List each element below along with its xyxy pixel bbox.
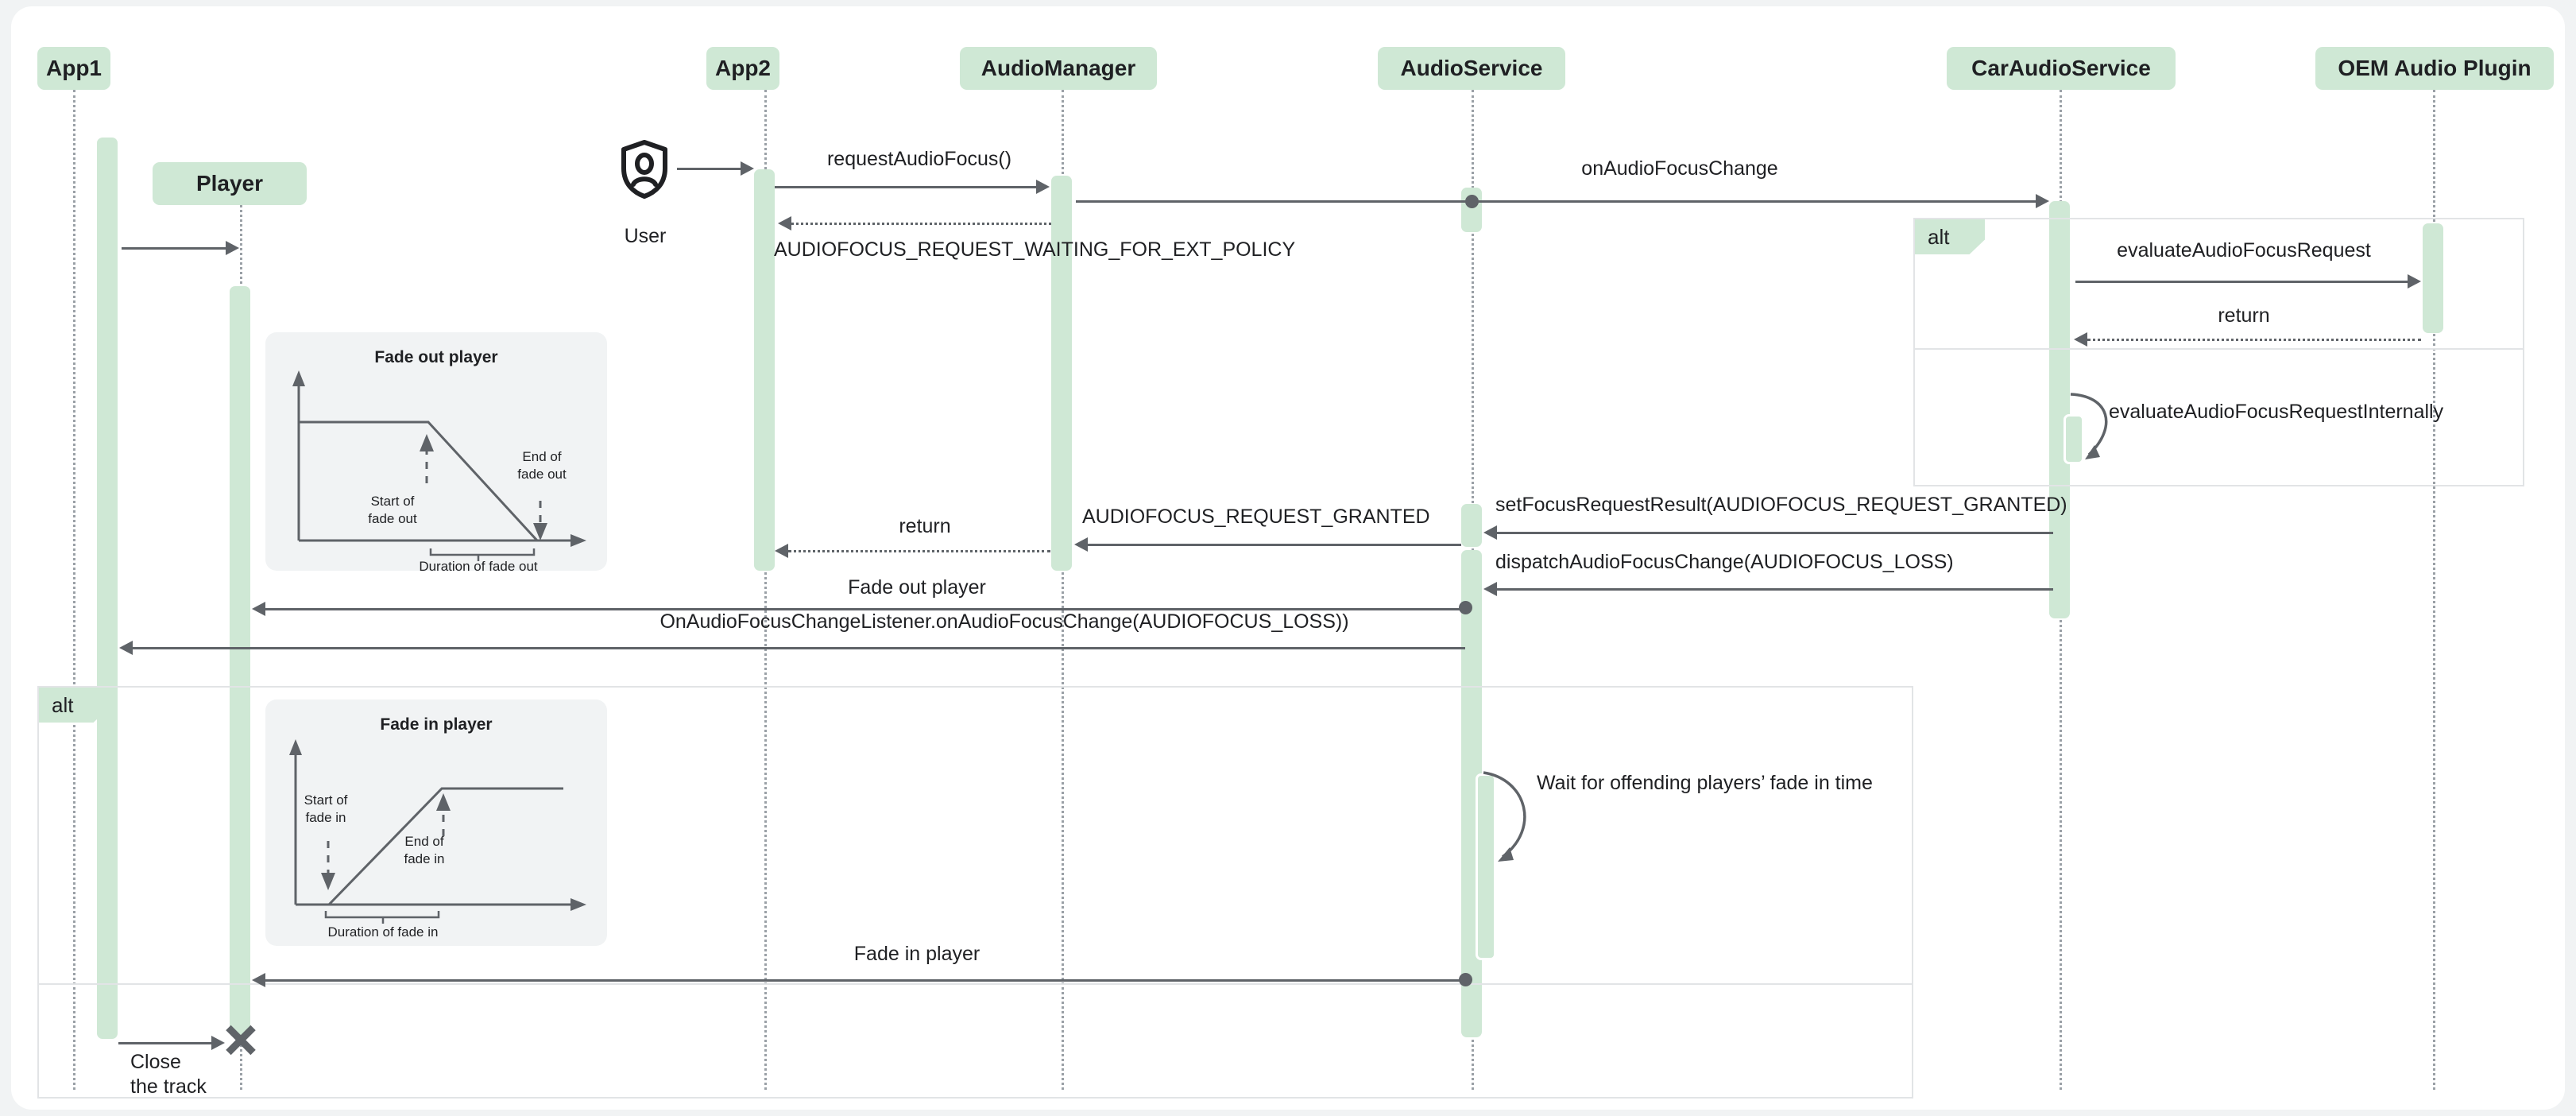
destroy-marker-player [223,1022,258,1057]
lifeline-app1 [73,90,75,1090]
frame-alt-fadein-tag: alt [39,688,109,723]
message-arrowhead-fade-out-player [252,602,265,616]
message-line-return-oem [2087,339,2421,341]
message-arrowhead-app1-to-player [226,241,239,255]
lifeline-oemplugin [2433,90,2435,1090]
message-line-request-audio-focus [775,186,1038,188]
message-arrowhead-close-the-track [211,1036,225,1050]
message-line-on-audio-focus-change-listener [133,647,1465,649]
note-fade-out-title: Fade out player [374,348,498,366]
message-line-app1-to-player [122,247,228,250]
message-line-return-audiomanager [788,550,1050,552]
message-arrowhead-return-oem [2074,332,2087,347]
message-line-audiofocus-request-granted [1088,544,1461,546]
svg-text:fade out: fade out [517,467,567,482]
lifeline-audiomanager [1062,90,1064,1090]
message-arrowhead-return-audiomanager [775,544,788,558]
message-arrowhead-dispatch-audio-focus-change [1483,582,1497,596]
participant-player[interactable]: Player [153,162,307,205]
user-shield-icon [620,140,669,199]
message-line-evaluate-audio-focus-request [2075,281,2409,283]
message-selfloop-wait-fade-in [1477,768,1565,871]
message-label-waiting-for-ext-policy: AUDIOFOCUS_REQUEST_WAITING_FOR_EXT_POLIC… [774,238,1296,261]
message-arrowhead-set-focus-request-result [1483,525,1497,540]
message-label-on-audio-focus-change-listener: OnAudioFocusChangeListener.onAudioFocusC… [659,610,1349,633]
message-arrowhead-fade-in-player [252,973,265,987]
activation-oemplugin [2423,223,2443,333]
svg-text:Duration of fade in: Duration of fade in [328,924,439,940]
activation-caraudio-self [2064,414,2084,464]
svg-text:Start of: Start of [371,494,415,509]
activation-audioservice-granted [1461,504,1482,547]
message-label-fade-out-player: Fade out player [848,576,986,599]
svg-text:Start of: Start of [304,792,348,808]
message-line-dispatch-audio-focus-change [1497,588,2053,591]
message-label-set-focus-request-result: setFocusRequestResult(AUDIOFOCUS_REQUEST… [1495,494,2067,516]
message-selfloop-evaluate-internally [2061,389,2149,469]
message-label-return-oem: return [2218,304,2270,327]
message-arrowhead-on-audio-focus-change-listener [119,641,133,655]
message-label-return-audiomanager: return [899,515,951,537]
diagram-sheet: App1 Player App2 AudioManager AudioServi… [11,6,2565,1110]
message-line-fade-in-player [264,979,1465,982]
message-label-fade-in-player: Fade in player [853,943,981,965]
activation-audiomanager [1051,176,1072,571]
svg-text:Duration of fade out: Duration of fade out [419,559,538,571]
message-line-on-audio-focus-change [1076,200,2045,203]
participant-audiomanager[interactable]: AudioManager [960,47,1157,90]
svg-text:fade in: fade in [305,810,346,825]
message-label-request-audio-focus: requestAudioFocus() [826,148,1012,170]
svg-text:fade in: fade in [404,851,444,866]
note-fade-in-player: Fade in player Start of fade in End of f… [265,699,607,946]
message-label-on-audio-focus-change: onAudioFocusChange [1581,157,1778,180]
message-line-set-focus-request-result [1497,532,2053,534]
message-label-audiofocus-request-granted: AUDIOFOCUS_REQUEST_GRANTED [1082,506,1430,528]
message-ball-fade-out-player [1459,601,1472,614]
participant-app1[interactable]: App1 [37,47,110,90]
activation-app1 [97,138,118,1039]
svg-text:fade out: fade out [368,511,417,526]
message-line-waiting-for-ext-policy [791,223,1051,225]
message-label-wait-fade-in: Wait for offending players’ fade in time [1537,772,1873,794]
svg-text:End of: End of [522,449,561,464]
svg-text:End of: End of [404,834,443,849]
activation-player [230,286,250,1037]
activation-caraudio-main [2049,201,2070,618]
activation-app2 [754,169,775,571]
message-line-close-the-track [118,1042,215,1044]
message-label-evaluate-internally: evaluateAudioFocusRequestInternally [2109,401,2444,423]
message-label-evaluate-audio-focus-request: evaluateAudioFocusRequest [2117,239,2371,262]
actor-label-user: User [624,225,667,247]
note-fade-out-player: Fade out player Start of fade out End of… [265,332,607,571]
message-line-fade-out-player [264,608,1465,610]
frame-alt-fadein-divider [37,983,1913,985]
message-label-dispatch-audio-focus-change: dispatchAudioFocusChange(AUDIOFOCUS_LOSS… [1495,551,1954,573]
participant-app2[interactable]: App2 [706,47,779,90]
message-line-user-to-app2 [677,168,742,170]
chart-fade-out: Start of fade out End of fade out Durati… [292,370,586,571]
message-ball-fade-in-player [1459,973,1472,986]
chart-fade-in: Start of fade in End of fade in Duration… [289,739,586,940]
participant-oemaudioplugin[interactable]: OEM Audio Plugin [2315,47,2554,90]
message-arrowhead-audiofocus-request-granted [1074,537,1088,552]
message-arrowhead-on-audio-focus-change [2036,194,2049,208]
message-arrowhead-user-to-app2 [741,161,754,176]
lifeline-app2 [764,90,767,1090]
frame-alt-oem-tag: alt [1915,219,1985,254]
participant-caraudioservice[interactable]: CarAudioService [1947,47,2176,90]
message-arrowhead-evaluate-audio-focus-request [2408,274,2421,289]
frame-alt-oem-divider [1913,348,2524,350]
activation-audioservice-wait [1476,773,1496,960]
message-arrowhead-waiting-for-ext-policy [778,216,791,231]
message-arrowhead-request-audio-focus [1036,180,1050,194]
note-fade-in-title: Fade in player [380,715,493,734]
participant-audioservice[interactable]: AudioService [1378,47,1565,90]
